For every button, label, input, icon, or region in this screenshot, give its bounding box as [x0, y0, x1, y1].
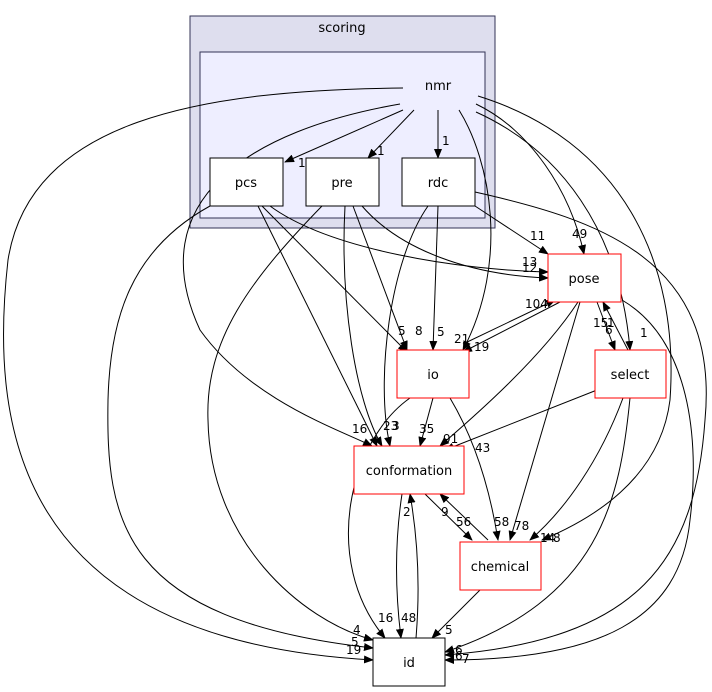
edge-nmr-chemical — [477, 95, 672, 541]
node-id-label: id — [403, 656, 415, 671]
edge-pose-chemical: 78 — [508, 301, 581, 541]
node-id[interactable]: id — [372, 637, 446, 687]
edge-io-pose: 104 19 — [462, 297, 556, 354]
edge-label: 78 — [514, 519, 529, 533]
edge-label: 19 — [474, 340, 489, 354]
edge-pre-id — [207, 205, 374, 642]
edge-label: 12 — [522, 261, 537, 275]
edge-select-id — [444, 397, 631, 653]
edge-nmr-pose: 49 — [475, 103, 587, 255]
edge-nmr-rdc: 1 — [434, 110, 450, 159]
edge-pcs-pose — [269, 205, 549, 276]
edge-select-chemical: 8 — [529, 397, 624, 545]
edge-label: 19 — [346, 643, 361, 657]
edge-label: 9 — [441, 505, 449, 519]
edge-label: 16 — [352, 422, 367, 436]
edge-label: 8 — [553, 531, 561, 545]
node-io[interactable]: io — [396, 349, 470, 399]
edge-nmr-id — [3, 87, 404, 664]
edge-label: 5 — [437, 325, 445, 339]
node-rdc-label: rdc — [428, 176, 449, 191]
edge-nmr-pre: 1 — [367, 109, 415, 159]
edge-label: 1 — [377, 144, 385, 158]
edge-label: 5 — [398, 324, 406, 338]
edge-label: 6 — [605, 323, 613, 337]
edge-pre-conformation: 3 — [343, 205, 400, 447]
node-io-label: io — [427, 368, 439, 383]
edge-conformation-chemical: 56 — [424, 493, 473, 541]
node-nmr-label: nmr — [425, 79, 452, 94]
edge-label: 7 — [462, 652, 470, 666]
edge-chemical-conformation: 9 — [439, 493, 489, 541]
edge-nmr-pcs: 1 — [284, 109, 404, 170]
edge-label: 104 — [525, 297, 548, 311]
node-select[interactable]: select — [594, 349, 667, 399]
edge-label: 16 — [378, 611, 393, 625]
edge-label: 11 — [530, 229, 545, 243]
edge-pose-conformation: 91 — [439, 301, 579, 447]
edge-select-pose: 15 1 — [593, 301, 629, 351]
edge-nmr-select — [475, 111, 634, 351]
edge-label: 2 — [403, 505, 411, 519]
node-chemical-label: chemical — [471, 560, 529, 575]
edge-select-conformation: 43 — [444, 389, 598, 455]
edge-label: 35 — [419, 422, 434, 436]
edge-label: 49 — [572, 227, 587, 241]
edge-label: 43 — [475, 441, 490, 455]
node-pcs[interactable]: pcs — [209, 157, 284, 207]
edge-chemical-id: 5 — [431, 589, 481, 639]
edge-label: 6 — [455, 643, 463, 657]
edge-pose-select: 6 — [596, 301, 616, 351]
edge-label: 5 — [445, 623, 453, 637]
edge-pre-pose — [361, 205, 549, 282]
edge-label: 15 — [593, 316, 608, 330]
node-conformation-label: conformation — [366, 464, 453, 479]
node-pre[interactable]: pre — [305, 157, 380, 207]
edge-pre-io: 8 — [352, 205, 423, 351]
edge-label: 1 — [442, 134, 450, 148]
edge-io-conformation: 35 — [418, 397, 434, 447]
edge-label: 6 — [455, 649, 463, 663]
edge-label: 5 — [351, 635, 359, 649]
edge-label: 14 — [540, 531, 555, 545]
node-pcs-label: pcs — [235, 176, 257, 191]
edge-label: 48 — [401, 611, 416, 625]
cluster-scoring-label: scoring — [318, 21, 365, 36]
edge-label: 1 — [640, 326, 648, 340]
edge-label: 91 — [443, 432, 458, 446]
edge-label: 23 — [383, 419, 398, 433]
edge-pcs-id — [107, 205, 374, 651]
edge-label: 1 — [607, 316, 615, 330]
edge-label: 56 — [456, 515, 471, 529]
edge-rdc-pose: 11 — [474, 205, 549, 255]
edge-rdc-conformation — [383, 205, 429, 447]
edge-label: 8 — [415, 324, 423, 338]
node-pre-label: pre — [331, 176, 352, 191]
node-conformation[interactable]: conformation — [353, 445, 465, 495]
edge-label: 4 — [353, 623, 361, 637]
edge-rdc-id — [444, 191, 707, 659]
edge-label: 21 — [454, 332, 469, 346]
edge-io-id: 16 — [347, 397, 411, 639]
edge-pose-id: 7 — [444, 299, 694, 666]
edge-nmr-conformation — [182, 103, 401, 447]
node-select-label: select — [611, 368, 650, 383]
edge-pcs-io: 5 — [261, 205, 408, 353]
node-pose-label: pose — [569, 272, 600, 287]
node-rdc[interactable]: rdc — [401, 157, 476, 207]
edge-rdc-io: 5 — [429, 205, 445, 351]
edge-label: 13 — [522, 255, 537, 269]
node-chemical[interactable]: chemical — [459, 541, 542, 591]
edge-io-chemical: 58 — [449, 397, 509, 541]
edge-pcs-conformation — [257, 205, 378, 447]
edge-label: 3 — [392, 419, 400, 433]
edge-label: 1 — [298, 156, 306, 170]
edge-pose-io — [462, 301, 561, 353]
edge-conformation-id — [395, 493, 404, 639]
node-pose[interactable]: pose — [547, 253, 622, 303]
edge-label: 58 — [494, 515, 509, 529]
edge-id-conformation: 2 48 — [401, 493, 419, 639]
